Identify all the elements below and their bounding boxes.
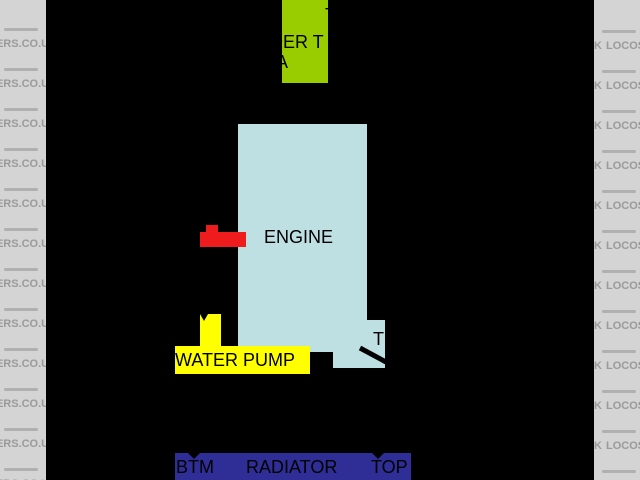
watermark-text: DERS.CO.UK [0, 438, 46, 450]
header-tank-label-top: T [325, 5, 336, 25]
thermostat-pipe [358, 345, 388, 365]
watermark-text: DERS.CO.UK [0, 358, 46, 370]
watermark-text: DERS.CO.UK [0, 478, 46, 480]
watermark-swoosh [4, 388, 38, 391]
watermark-text: LOCOST [606, 120, 640, 132]
watermark-text: LOCOST [606, 320, 640, 332]
water-pump [175, 346, 310, 374]
watermark-text: K [594, 160, 602, 172]
right-watermark-panel: K LOCOST K LOCOST K LOCOST K LOCOST K LOCOST K LOCO… [594, 0, 640, 480]
watermark-swoosh [602, 30, 636, 33]
watermark-text: K [594, 440, 602, 452]
watermark-text: K [594, 240, 602, 252]
watermark-swoosh [602, 470, 636, 473]
radiator-top-notch [372, 453, 384, 459]
water-pump-inlet [200, 314, 221, 348]
watermark-swoosh [4, 468, 38, 471]
watermark-swoosh [4, 108, 38, 111]
watermark-swoosh [602, 390, 636, 393]
watermark-swoosh [4, 428, 38, 431]
watermark-text: K [594, 80, 602, 92]
watermark-text: DERS.CO.UK [0, 78, 46, 90]
heater-outlet-tip [206, 225, 218, 234]
watermark-swoosh [602, 430, 636, 433]
heater-outlet [200, 232, 246, 247]
header-tank-label: DER T [270, 32, 324, 52]
watermark-text: DERS.CO.UK [0, 398, 46, 410]
engine-label: ENGINE [264, 227, 334, 247]
watermark-swoosh [4, 228, 38, 231]
thermostat-label: T [373, 329, 384, 349]
watermark-text: LOCOST [606, 240, 640, 252]
header-tank [282, 0, 328, 83]
watermark-text: DERS.CO.UK [0, 118, 46, 130]
watermark-text: DERS.CO.UK [0, 318, 46, 330]
radiator-bottom-label: BTM [176, 457, 214, 477]
watermark-swoosh [602, 350, 636, 353]
watermark-swoosh [602, 70, 636, 73]
watermark-text: K [594, 40, 602, 52]
watermark-swoosh [4, 348, 38, 351]
watermark-swoosh [4, 188, 38, 191]
watermark-text: K [594, 320, 602, 332]
watermark-text: LOCOST [606, 360, 640, 372]
radiator-top-label: TOP [371, 457, 408, 477]
watermark-text: DERS.CO.UK [0, 198, 46, 210]
radiator-bottom-notch [188, 453, 200, 459]
watermark-text: LOCOST [606, 160, 640, 172]
watermark-swoosh [4, 148, 38, 151]
watermark-text: LOCOST [606, 440, 640, 452]
watermark-text: K [594, 400, 602, 412]
watermark-swoosh [602, 110, 636, 113]
watermark-swoosh [602, 270, 636, 273]
pump-inlet-notch [200, 314, 208, 321]
watermark-text: DERS.CO.UK [0, 38, 46, 50]
watermark-swoosh [4, 28, 38, 31]
watermark-text: K [594, 200, 602, 212]
watermark-swoosh [4, 68, 38, 71]
radiator [175, 453, 411, 480]
engine-outlet-housing [333, 320, 385, 368]
engine-block [238, 124, 367, 352]
watermark-text: K [594, 280, 602, 292]
watermark-text: DERS.CO.UK [0, 158, 46, 170]
watermark-text: LOCOST [606, 40, 640, 52]
watermark-swoosh [602, 230, 636, 233]
watermark-text: LOCOST [606, 280, 640, 292]
watermark-text: LOCOST [606, 80, 640, 92]
watermark-text: LOCOST [606, 200, 640, 212]
watermark-swoosh [4, 268, 38, 271]
watermark-swoosh [602, 310, 636, 313]
watermark-swoosh [602, 150, 636, 153]
radiator-label: RADIATOR [246, 457, 338, 477]
watermark-text: LOCOST [606, 400, 640, 412]
water-pump-label: WATER PUMP [175, 350, 295, 370]
watermark-text: DERS.CO.UK [0, 278, 46, 290]
header-tank-label-2: A [276, 52, 289, 72]
left-watermark-panel: DERS.CO.UK DERS.CO.UK DERS.CO.UK DERS.CO.UK… [0, 0, 46, 480]
watermark-text: DERS.CO.UK [0, 238, 46, 250]
watermark-swoosh [4, 308, 38, 311]
watermark-text: K [594, 120, 602, 132]
watermark-swoosh [602, 190, 636, 193]
watermark-text: K [594, 360, 602, 372]
